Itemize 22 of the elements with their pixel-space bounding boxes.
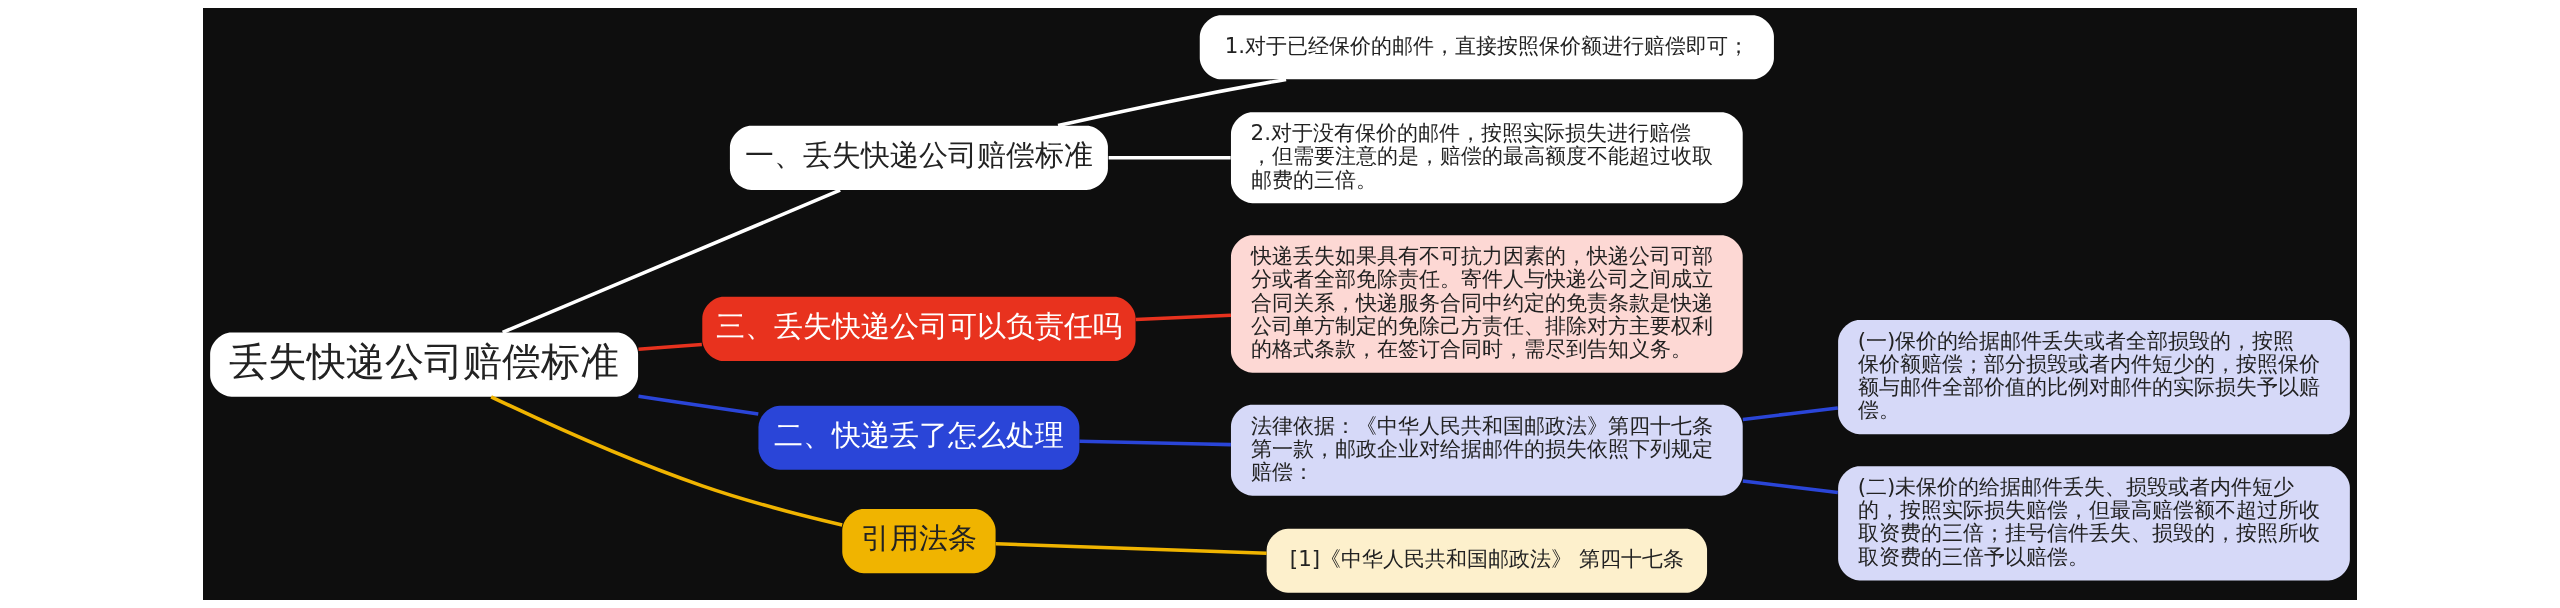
connector <box>638 342 702 351</box>
connector <box>1108 156 1231 160</box>
connector <box>1135 313 1232 322</box>
connector <box>638 394 759 416</box>
connector <box>1742 406 1838 422</box>
connector <box>1742 479 1838 495</box>
node-box: 三、丢失快递公司可以负责任吗 <box>702 296 1136 362</box>
node-box: (二)未保价的给据邮件丢失、损毁或者内件短少的，按照实际损失赔偿，但最高赔偿额不超过所收取资费的三倍；挂号信件丢失、损毁的，按照所收取资费的三倍予以赔偿。 <box>1838 466 2350 581</box>
node-box: 快递丢失如果具有不可抗力因素的，快递公司可部分或者全部免除责任。寄件人与快递公司之间成立合同关系，快递服务合同中约定的免责条款是快递公司单方制定的免除己方责任、排除对方主要权利的格式条款，在签订合同时，需尽到告知义务。 <box>1230 235 1743 373</box>
node-box: 2.对于没有保价的邮件，按照实际损失进行赔偿，但需要注意的是，赔偿的最高额度不能超过收取邮费的三倍。 <box>1230 112 1743 204</box>
node-box: [1]《中华人民共和国邮政法》 第四十七条 <box>1266 528 1708 593</box>
node-box: 法律依据：《中华人民共和国邮政法》第四十七条第一款，邮政企业对给据邮件的损失依照下列规定赔偿： <box>1230 404 1743 496</box>
node-box: 丢失快递公司赔偿标准 <box>210 332 639 397</box>
connector <box>490 395 843 527</box>
node-box: (一)保价的给据邮件丢失或者全部损毁的，按照保价额赔偿；部分损毁或者内件短少的，按照保价额与邮件全部价值的比例对邮件的实际损失予以赔偿。 <box>1838 320 2350 435</box>
connector <box>501 188 841 334</box>
connector <box>1079 439 1231 447</box>
connector <box>995 541 1267 555</box>
node-box: 1.对于已经保价的邮件，直接按照保价额进行赔偿即可； <box>1199 15 1774 80</box>
node-box: 一、丢失快递公司赔偿标准 <box>729 125 1108 190</box>
node-box: 引用法条 <box>842 509 996 574</box>
node-box: 二、快递丢了怎么处理 <box>758 405 1080 470</box>
